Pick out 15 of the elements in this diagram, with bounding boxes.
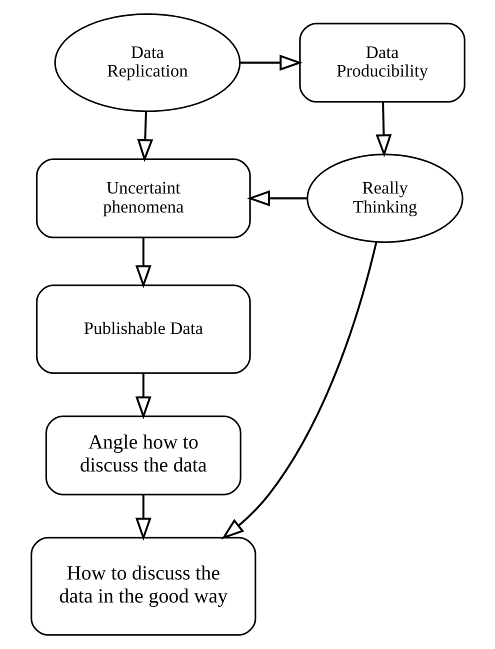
arrow (134, 238, 151, 288)
arrow (134, 373, 151, 420)
arrow (375, 102, 392, 158)
node-box: How to discuss the data in the good way (30, 536, 256, 636)
arrow (134, 494, 151, 541)
node-box: Angle how to discuss the data (44, 415, 241, 496)
arrow (220, 242, 377, 540)
arrow (246, 190, 306, 206)
node-box: Data Producibility (298, 22, 465, 103)
node-box: Publishable Data (35, 284, 250, 374)
node-box: Uncertaint phenomena (35, 158, 250, 238)
node-ellipse: Data Replication (54, 13, 240, 112)
node-ellipse: Really Thinking (306, 154, 463, 243)
arrow (136, 111, 153, 162)
arrow (240, 54, 302, 71)
